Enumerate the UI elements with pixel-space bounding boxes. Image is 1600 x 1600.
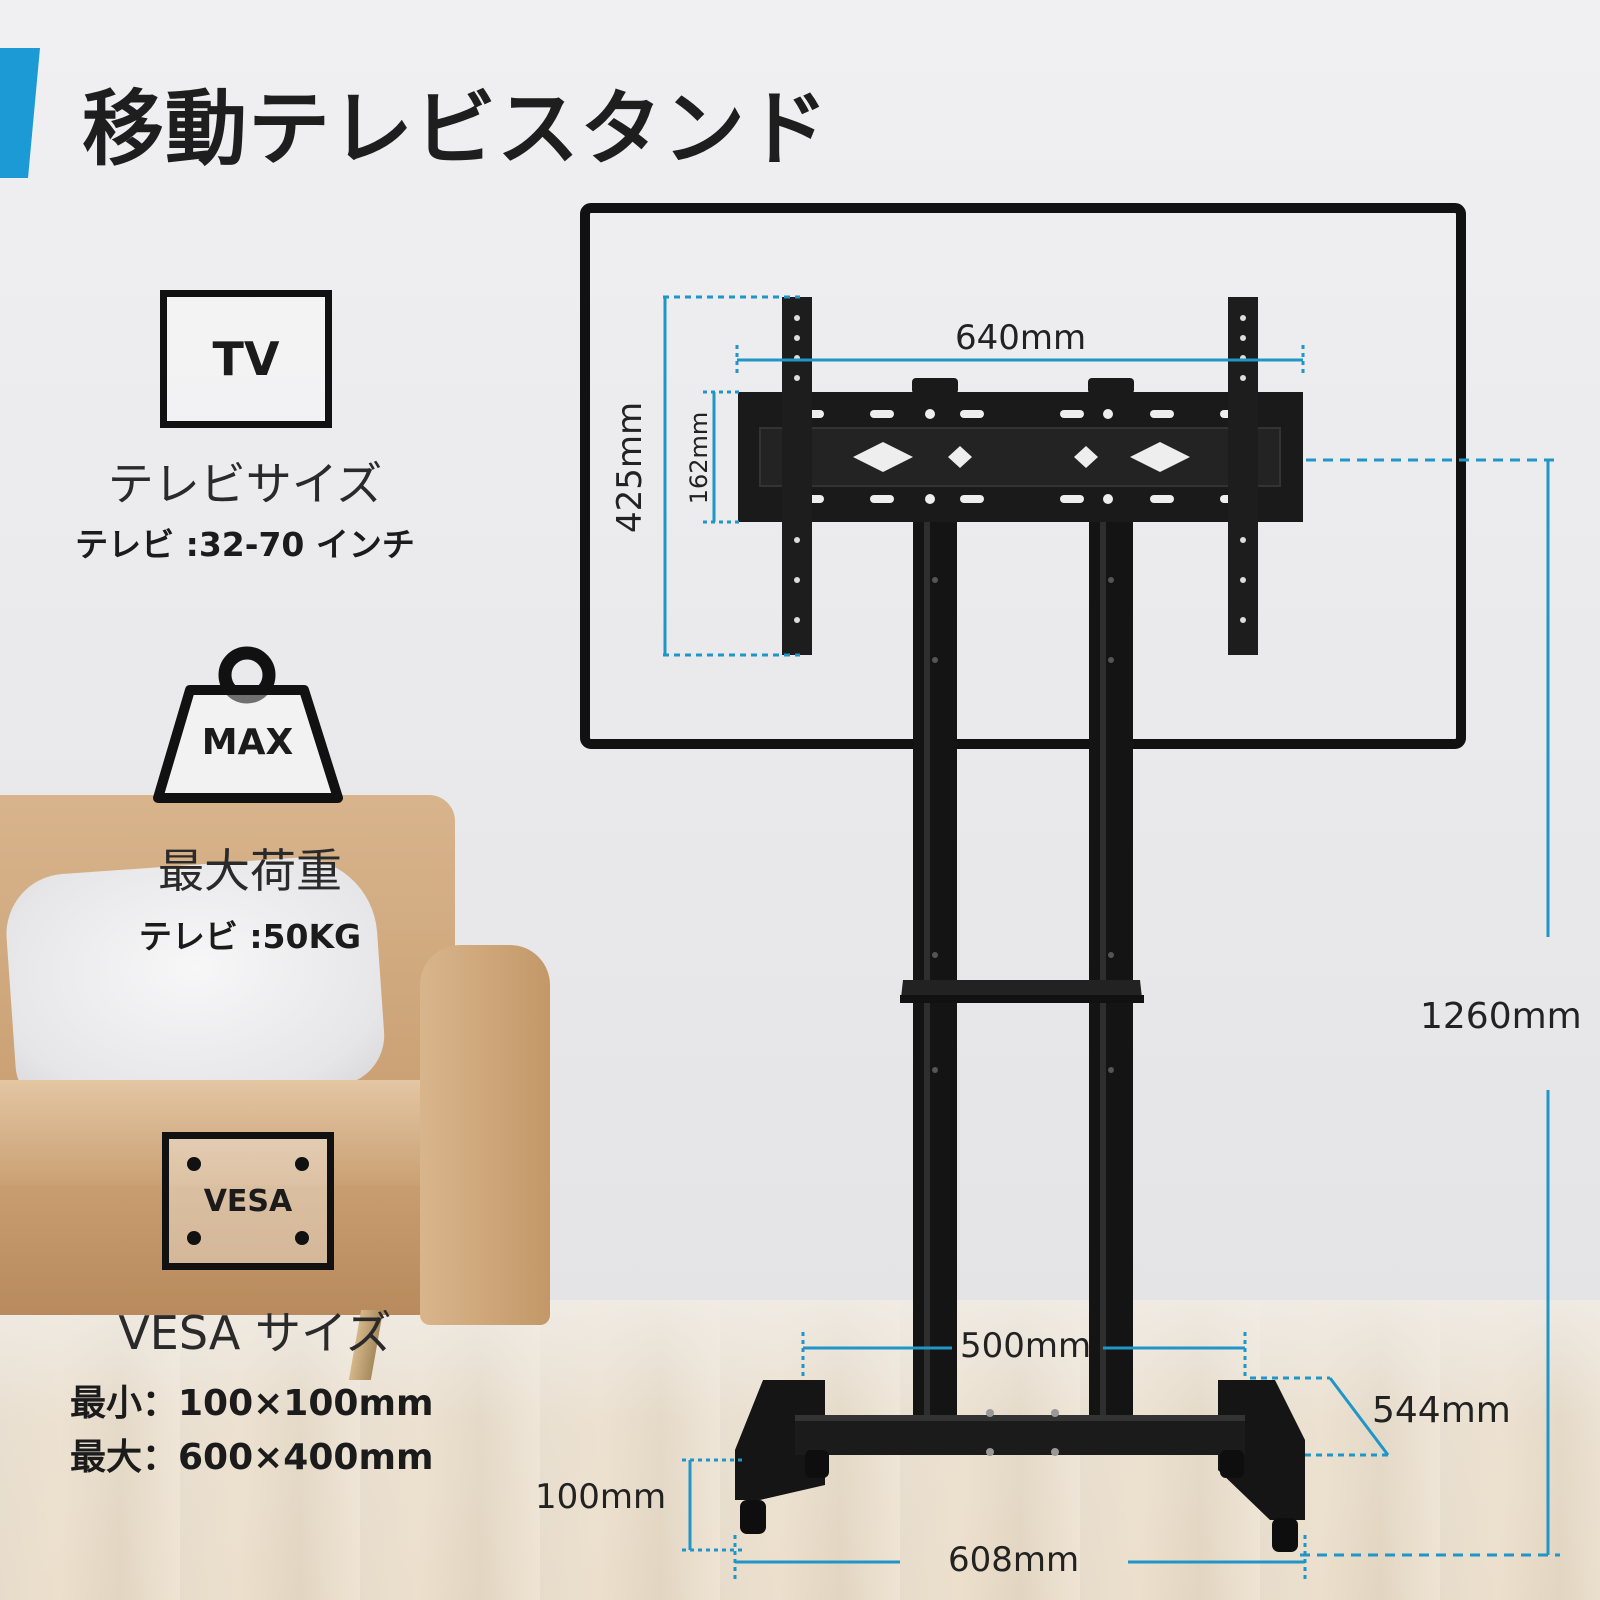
left-pole <box>913 520 957 1418</box>
caster-wheels <box>740 1450 1298 1552</box>
base-crossbar <box>795 1415 1245 1455</box>
av-shelf <box>901 980 1142 998</box>
vesa-hole <box>187 1157 201 1171</box>
vesa-hole <box>295 1157 309 1171</box>
tv-icon-text: TV <box>212 332 280 386</box>
tv-size-label: テレビサイズ <box>107 457 383 511</box>
base-height-label: 100mm <box>535 1477 667 1517</box>
mount-height-label: 425mm <box>610 401 650 533</box>
vesa-min-value: 最小：100×100mm <box>70 1383 434 1424</box>
base-left-leg <box>735 1380 825 1500</box>
max-load-value: テレビ :50KG <box>138 917 362 956</box>
right-pole-cap <box>1088 378 1134 394</box>
base-depth-label: 544mm <box>1372 1390 1511 1431</box>
tv-outline <box>580 203 1466 749</box>
sofa-base <box>0 1185 440 1315</box>
tv-size-value: テレビ :32-70 インチ <box>75 525 415 564</box>
pole-spacing-label: 500mm <box>960 1326 1092 1366</box>
sofa-armrest <box>420 945 550 1325</box>
bracket-height-label: 162mm <box>685 411 713 505</box>
mount-plate-holes <box>788 409 1257 504</box>
vesa-hole <box>295 1231 309 1245</box>
vesa-size-label: VESA サイズ <box>118 1306 392 1360</box>
vesa-hole <box>187 1231 201 1245</box>
base-width-label: 608mm <box>948 1540 1080 1580</box>
dimension-lines <box>663 295 1560 1580</box>
mount-width-label: 640mm <box>955 318 1087 358</box>
total-height-label: 1260mm <box>1420 996 1582 1037</box>
weight-icon-text: MAX <box>201 722 294 763</box>
tv-icon: TV <box>160 290 332 428</box>
left-bracket <box>782 297 812 655</box>
vesa-max-value: 最大：600×400mm <box>70 1437 434 1478</box>
vesa-icon-text: VESA <box>203 1183 293 1219</box>
right-bracket <box>1228 297 1258 655</box>
left-pole-cap <box>912 378 958 394</box>
right-pole <box>1089 520 1133 1418</box>
max-load-label: 最大荷重 <box>158 844 342 898</box>
vesa-icon: VESA <box>162 1132 334 1270</box>
page-title: 移動テレビスタンド <box>82 82 830 177</box>
